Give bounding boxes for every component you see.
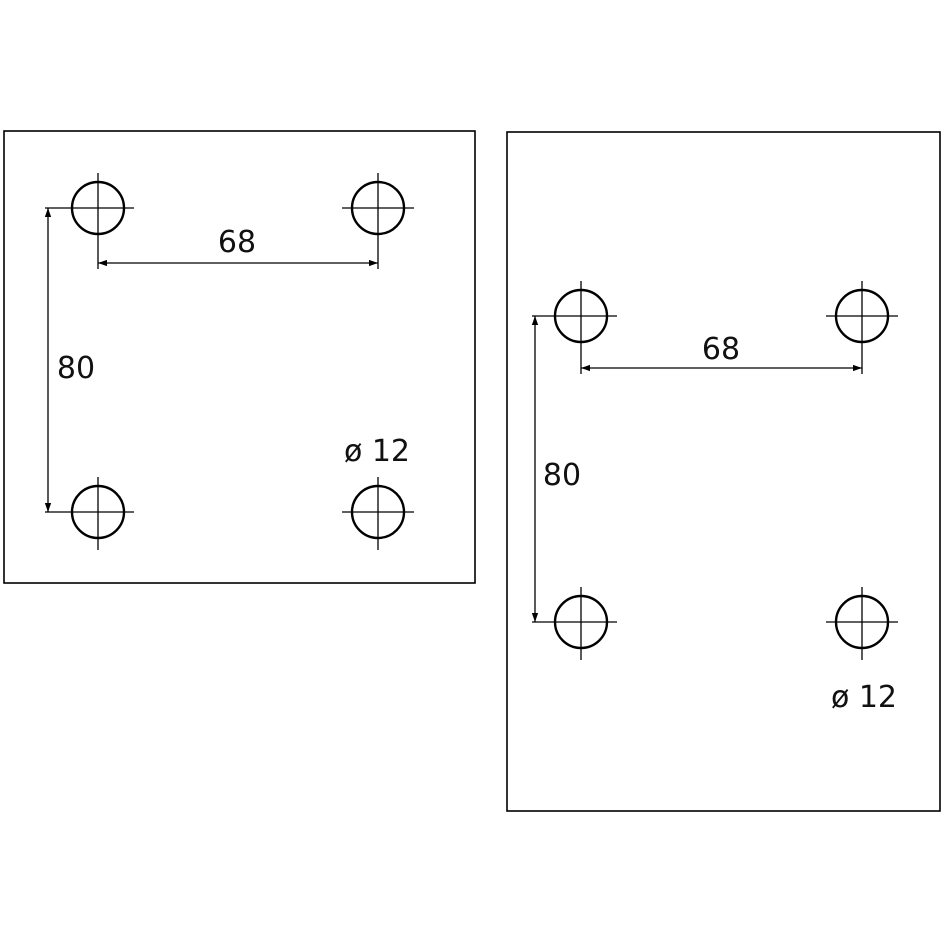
plate-outline bbox=[506, 131, 941, 812]
hole-diameter-label: ø 12 bbox=[831, 680, 897, 715]
hole-diameter-label: ø 12 bbox=[344, 434, 410, 469]
tall-plate: 68 80 ø 12 bbox=[506, 131, 941, 812]
horizontal-dimension-label: 68 bbox=[218, 225, 256, 260]
plate-outline bbox=[3, 130, 476, 584]
square-plate: 68 80 ø 12 bbox=[3, 130, 476, 584]
vertical-dimension-label: 80 bbox=[57, 351, 95, 386]
horizontal-dimension-label: 68 bbox=[702, 332, 740, 367]
vertical-dimension-label: 80 bbox=[543, 458, 581, 493]
